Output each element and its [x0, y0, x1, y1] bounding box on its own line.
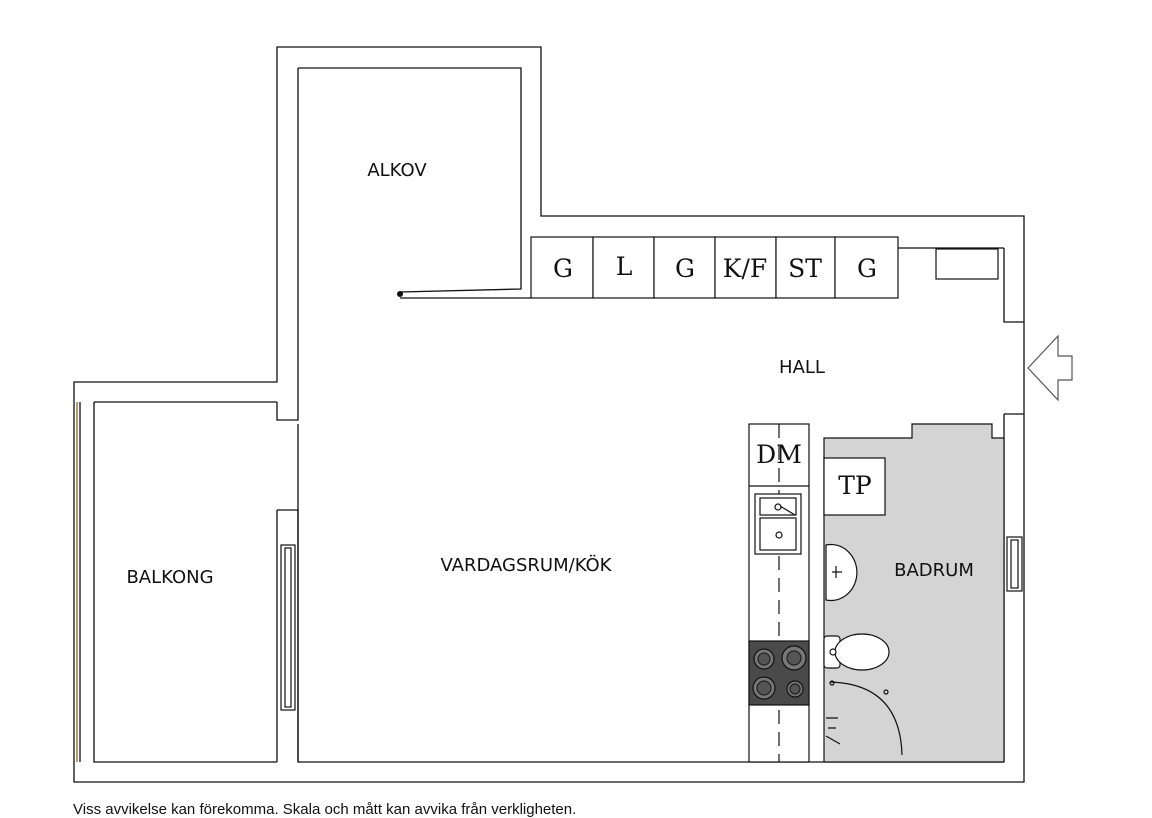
- room-label-hall: HALL: [779, 357, 825, 378]
- door-handle-icon: [397, 291, 403, 297]
- closet-labels: G L G K/F ST G: [553, 252, 877, 283]
- washer-label: TP: [838, 471, 872, 500]
- room-label-vardagsrum-kok: VARDAGSRUM/KÖK: [441, 554, 613, 576]
- kitchen-sink-icon: [754, 493, 802, 555]
- balcony-door: [280, 544, 296, 711]
- closet-label: L: [616, 252, 633, 281]
- walls: [73, 46, 1025, 783]
- disclaimer-text: Viss avvikelse kan förekomma. Skala och …: [73, 801, 577, 818]
- closet-label: G: [857, 254, 877, 283]
- kitchen-counter: [748, 423, 810, 763]
- stove-icon: [748, 640, 810, 706]
- washer: [823, 457, 886, 516]
- room-label-balkong: BALKONG: [126, 567, 213, 588]
- closet-row: [530, 236, 999, 299]
- toilet-icon: [823, 633, 890, 671]
- bathroom-window: [1006, 536, 1023, 592]
- closet-label: G: [553, 254, 573, 283]
- room-label-badrum: BADRUM: [894, 560, 974, 581]
- bathroom: [823, 423, 1023, 763]
- closet-label: ST: [788, 254, 822, 283]
- closet-label: K/F: [723, 254, 767, 283]
- bathroom-sink-icon: [825, 543, 858, 602]
- closet-label: G: [675, 254, 695, 283]
- room-label-alkov: ALKOV: [367, 160, 427, 181]
- entrance-arrow-icon: [1027, 334, 1073, 402]
- dishwasher-label: DM: [756, 440, 802, 469]
- shower-icon: [825, 680, 903, 756]
